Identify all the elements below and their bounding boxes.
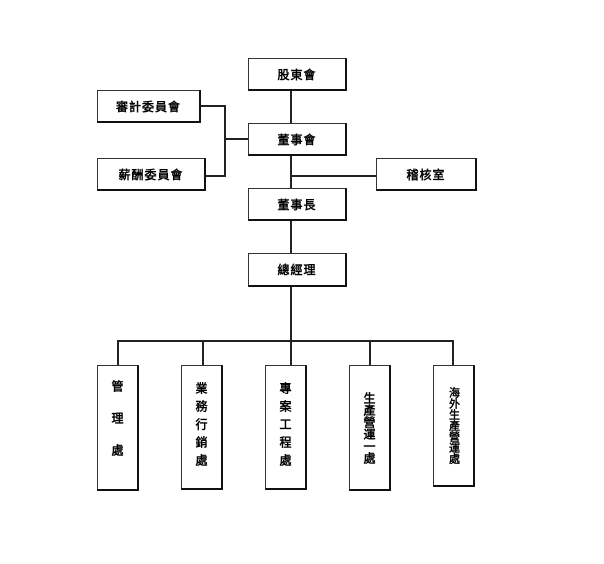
connector-chairman-gm bbox=[290, 220, 292, 254]
connector-department-bus bbox=[117, 340, 454, 342]
node-overseas-production-ops: 海外生產營運處 bbox=[433, 365, 475, 487]
node-label: 董事會 bbox=[277, 132, 317, 147]
node-management: 管理處 bbox=[97, 365, 139, 491]
node-audit-committee: 審計委員會 bbox=[97, 90, 201, 123]
node-compensation-committee: 薪酬委員會 bbox=[97, 158, 206, 191]
connector-gm-departments bbox=[290, 286, 292, 366]
node-production-ops-1: 生產營運一處 bbox=[349, 365, 391, 491]
node-label: 總經理 bbox=[277, 263, 317, 277]
node-label: 管理處 bbox=[110, 379, 124, 476]
connector-committee-bracket bbox=[224, 105, 226, 177]
connector-internal-audit bbox=[290, 175, 377, 177]
connector-shareholders-board bbox=[290, 90, 292, 124]
node-label: 股東會 bbox=[277, 67, 317, 82]
node-project-engineering: 專案工程處 bbox=[265, 365, 307, 490]
node-label: 薪酬委員會 bbox=[118, 167, 184, 182]
node-chairman: 董事長 bbox=[248, 188, 347, 221]
node-label: 生產營運一處 bbox=[362, 391, 376, 464]
connector-board-chairman bbox=[290, 155, 292, 189]
node-label: 稽核室 bbox=[406, 167, 446, 182]
connector-dept-production-1 bbox=[369, 340, 371, 365]
node-label: 業務行銷處 bbox=[194, 382, 208, 472]
connector-dept-management bbox=[117, 340, 119, 365]
node-label: 專案工程處 bbox=[278, 382, 292, 472]
connector-committee-board bbox=[224, 138, 249, 140]
connector-compensation-committee bbox=[205, 175, 226, 177]
node-board: 董事會 bbox=[248, 123, 347, 156]
connector-dept-sales bbox=[202, 340, 204, 365]
node-shareholders: 股東會 bbox=[248, 58, 347, 91]
connector-audit-committee bbox=[200, 105, 226, 107]
node-label: 審計委員會 bbox=[115, 99, 181, 114]
connector-dept-overseas bbox=[452, 340, 454, 365]
node-label: 董事長 bbox=[277, 197, 317, 212]
node-sales-marketing: 業務行銷處 bbox=[181, 365, 223, 490]
node-internal-audit: 稽核室 bbox=[376, 158, 477, 191]
node-label: 海外生產營運處 bbox=[447, 387, 461, 464]
node-general-manager: 總經理 bbox=[248, 253, 347, 287]
